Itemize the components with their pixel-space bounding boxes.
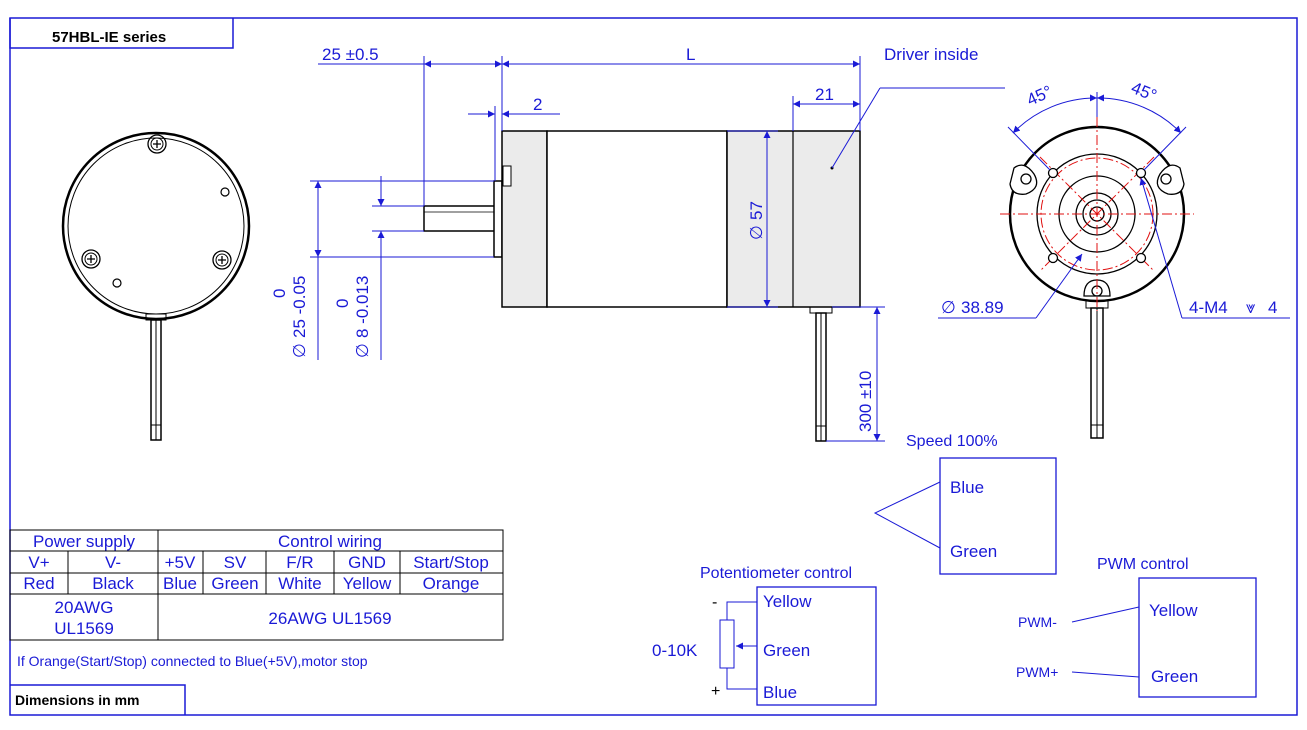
series-header: 57HBL-IE series [9,18,234,49]
rear-screw-left-icon [81,249,101,269]
table-group-power: Power supply [33,532,136,551]
table-color-orange: Orange [423,574,480,593]
dim-lead-length: 300 ±10 [856,371,875,432]
shaft [423,205,496,232]
table-color-green: Green [211,574,258,593]
dim-flange-thickness: 2 [533,95,542,114]
pwm-pos: PWM+ [1016,664,1058,680]
dim-mount-holes: 4-M4 [1189,298,1228,317]
table-power-wire-2: UL1569 [54,619,114,638]
table-header-vminus: V- [105,553,121,572]
table-color-yellow: Yellow [343,574,392,593]
side-view: 25 ±0.5 L 2 21 Driver inside ∅ 57 0 ∅ 25… [270,45,1005,442]
rear-screw-right-icon [212,250,232,270]
table-header-startstop: Start/Stop [413,553,489,572]
dim-pcd-symbol: ∅ [941,298,956,317]
pwm-title: PWM control [1097,556,1189,573]
rear-view [61,131,251,441]
table-color-white: White [278,574,321,593]
table-header-vplus: V+ [28,553,49,572]
table-group-control: Control wiring [278,532,382,551]
pot-wire-1: Yellow [763,592,812,611]
table-header-sv: SV [224,553,247,572]
dim-driver-length: 21 [815,85,834,104]
speed-wire-1: Blue [950,478,984,497]
table-header-5v: +5V [165,553,196,572]
resistor-icon [719,619,735,669]
speed-box: Speed 100% Blue Green [873,433,1057,575]
table-color-black: Black [92,574,134,593]
pwm-neg: PWM- [1018,614,1057,630]
dim-angle-right: 45° [1129,78,1160,105]
units-label: Dimensions in mm [15,692,139,708]
dim-diameter-symbol-shaft: ∅ [290,343,309,358]
dim-inner-tol-lower: 8 -0.013 [353,276,372,338]
table-header-fr: F/R [286,553,313,572]
rear-screw-top-icon [147,134,167,154]
table-control-wire: 26AWG UL1569 [268,609,391,628]
pwm-wire-2: Green [1151,667,1198,686]
dim-shaft-length: 25 ±0.5 [322,45,379,64]
dim-shaft-tol-lower: 25 -0.05 [290,276,309,338]
mount-ear-left-icon [1009,164,1038,195]
pwm-box: PWM control PWM- PWM+ Yellow Green [1016,556,1257,698]
label-driver-inside: Driver inside [884,45,978,64]
dim-shaft-tol-upper: 0 [270,289,289,298]
dim-inner-tol-upper: 0 [333,299,352,308]
pot-resistor: 0-10K [652,641,698,660]
speed-title: Speed 100% [906,433,998,450]
dim-body-length: L [686,45,695,64]
table-color-red: Red [23,574,54,593]
dim-diameter-symbol-inner: ∅ [353,343,372,358]
dim-pcd: 38.89 [961,298,1004,317]
dim-angle-left: 45° [1024,82,1055,110]
mount-ear-right-icon [1156,164,1185,195]
dim-body-diameter: 57 [747,201,766,220]
pot-minus: - [712,594,717,611]
units-footer: Dimensions in mm [10,684,186,715]
dim-depth-symbol: ⩔ [1246,298,1256,317]
front-view: 45° 45° ∅ 38.89 4-M4 ⩔ 4 [938,78,1290,439]
wiring-table: Power supply Control wiring V+ V- +5V SV… [9,529,504,641]
sheet-border [9,17,1298,716]
dim-diameter-symbol-body: ∅ [747,225,766,240]
potentiometer-box: Potentiometer control - + 0-10K Yellow G… [652,565,877,706]
motor-body [546,130,728,308]
pot-plus: + [711,683,720,700]
table-header-gnd: GND [348,553,386,572]
stop-note: If Orange(Start/Stop) connected to Blue(… [17,653,368,669]
table-power-wire-1: 20AWG [55,598,114,617]
pot-wire-3: Blue [763,683,797,702]
series-title: 57HBL-IE series [52,29,166,46]
pot-wire-2: Green [763,641,810,660]
pot-title: Potentiometer control [700,565,852,582]
table-color-blue: Blue [163,574,197,593]
m4-hole-icons [1047,167,1147,264]
speed-wire-2: Green [950,542,997,561]
dim-hole-depth: 4 [1268,298,1277,317]
pwm-wire-1: Yellow [1149,601,1198,620]
